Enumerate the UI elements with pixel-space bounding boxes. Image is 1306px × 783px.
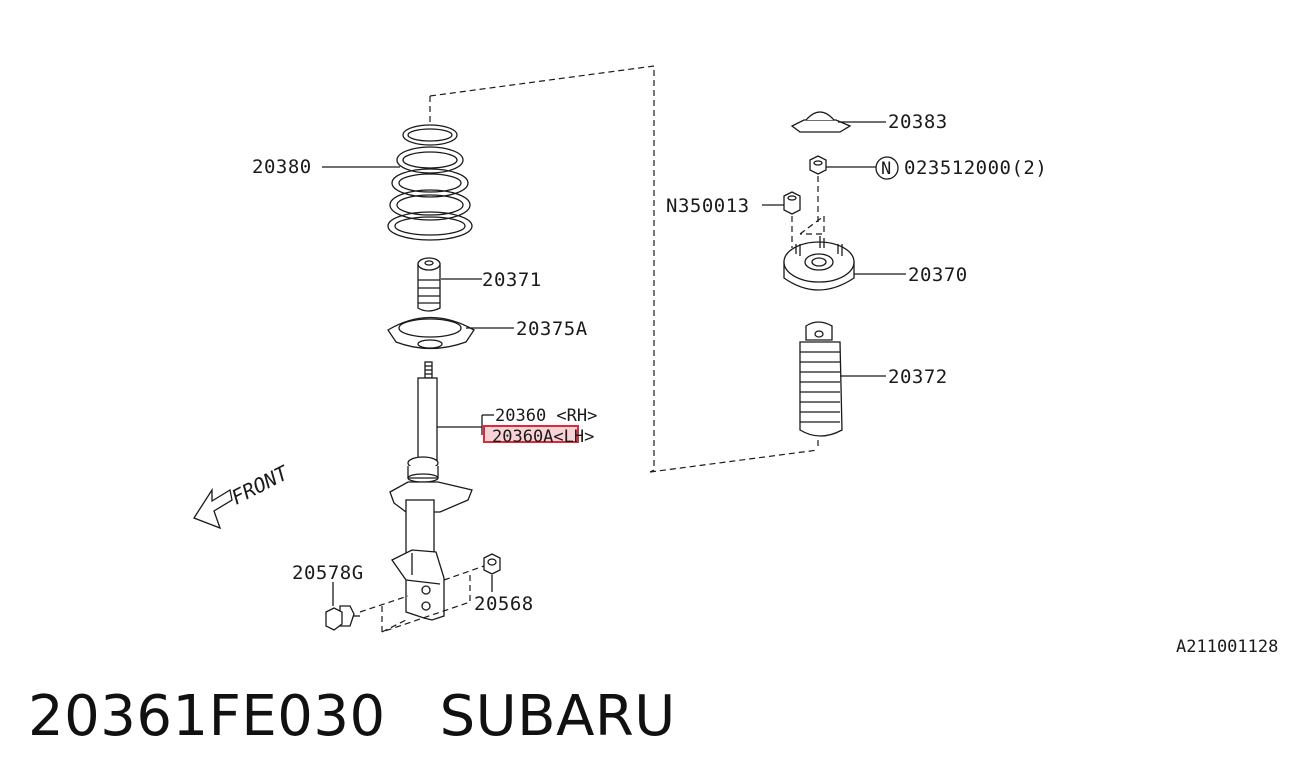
label-20372[interactable]: 20372 [888,366,948,388]
page-footer: 20361FE030 SUBARU [28,684,730,749]
drawing-code: A211001128 [1176,637,1278,657]
n-circle-icon [875,156,899,180]
label-20360-rh[interactable]: 20360 <RH> [495,406,597,426]
label-20578G[interactable]: 20578G [292,562,364,584]
front-arrow-icon [193,487,233,530]
n-circle-letter: N [881,159,891,179]
bump-stop [417,257,441,312]
bolt-axis [359,595,409,613]
label-20375A[interactable]: 20375A [516,318,588,340]
bracket-nut [483,553,501,575]
label-20380[interactable]: 20380 [252,156,312,178]
label-20371[interactable]: 20371 [482,269,542,291]
spring-seat [387,316,475,350]
highlight-box [483,425,579,443]
label-20383[interactable]: 20383 [888,111,948,133]
label-20568[interactable]: 20568 [474,593,534,615]
cap [790,111,852,133]
label-023512000[interactable]: 023512000(2) [904,157,1047,179]
strut-label-bracket [437,414,494,435]
dust-boot [799,321,843,437]
coil-spring [387,124,473,241]
mount-nut [783,191,801,215]
exploded-view-frame [429,65,819,473]
top-nut [809,155,827,175]
bracket-bolt [325,605,360,631]
label-20370[interactable]: 20370 [908,264,968,286]
part-number: 20361FE030 [28,684,386,749]
stud-dashes [791,176,825,248]
strut-mount [783,236,855,291]
dashed-bracket-outline [381,574,471,633]
label-N350013[interactable]: N350013 [666,195,750,217]
brand-name: SUBARU [439,684,676,749]
label-20360A-lh[interactable]: 20360A<LH> [492,427,594,447]
front-label: FRONT [227,460,293,510]
strut-assembly [389,361,473,621]
nut-axis [443,565,485,581]
